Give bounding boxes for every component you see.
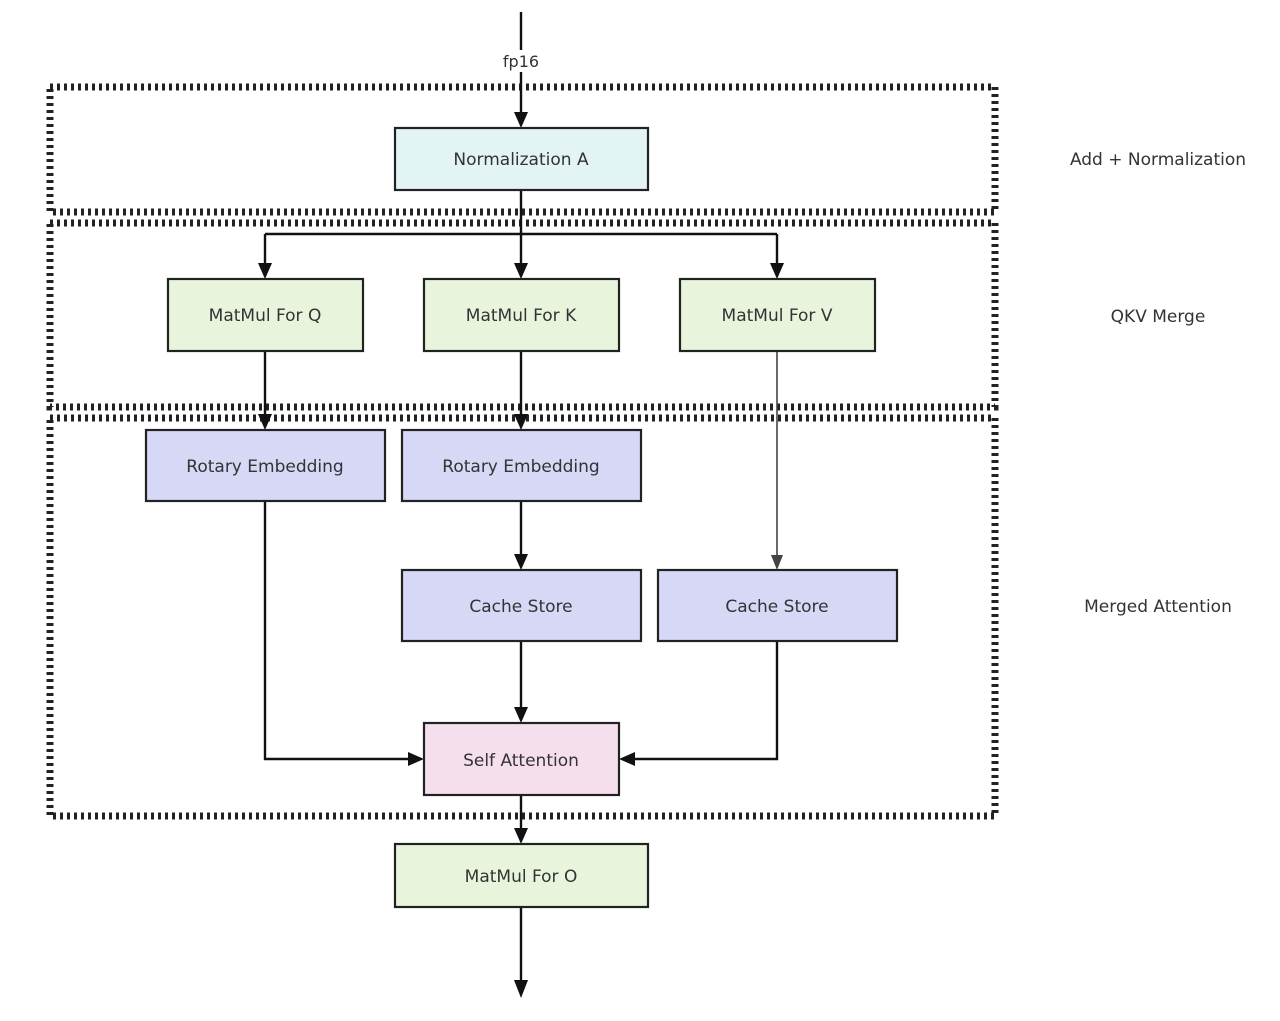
arrowhead-matmul-o xyxy=(514,828,528,844)
arrowhead-cache-v xyxy=(771,555,783,570)
node-label: Self Attention xyxy=(463,751,579,771)
node-cache-store-k[interactable]: Cache Store xyxy=(400,568,643,643)
node-cache-store-v[interactable]: Cache Store xyxy=(656,568,899,643)
node-label: MatMul For K xyxy=(466,306,577,326)
node-rotary-embedding-k[interactable]: Rotary Embedding xyxy=(400,428,643,503)
node-matmul-q[interactable]: MatMul For Q xyxy=(166,277,365,353)
arrowhead-matmul-v xyxy=(770,263,784,279)
node-box xyxy=(393,842,650,909)
node-label: MatMul For Q xyxy=(209,306,322,326)
group-label-qkv-merge: QKV Merge xyxy=(1111,307,1206,327)
edge-rotary-q-to-attention xyxy=(263,501,408,761)
node-matmul-v[interactable]: MatMul For V xyxy=(678,277,877,353)
arrowhead-rotary-q xyxy=(258,414,272,430)
node-box xyxy=(144,428,387,503)
arrowhead-attention-left xyxy=(408,752,424,766)
node-box xyxy=(422,277,621,353)
group-label-merged-attention: Merged Attention xyxy=(1084,597,1232,617)
node-matmul-k[interactable]: MatMul For K xyxy=(422,277,621,353)
node-box xyxy=(393,126,650,192)
edge-label-bg xyxy=(500,50,544,72)
arrowhead-attention-right xyxy=(619,752,635,766)
node-self-attention[interactable]: Self Attention xyxy=(422,721,621,797)
arrowhead-matmul-k xyxy=(514,263,528,279)
arrowhead-input xyxy=(514,112,528,128)
node-label: Cache Store xyxy=(469,597,572,617)
node-normalization-a[interactable]: Normalization A xyxy=(393,126,650,192)
node-label: MatMul For O xyxy=(465,867,578,887)
node-rotary-embedding-q[interactable]: Rotary Embedding xyxy=(144,428,387,503)
node-label: Cache Store xyxy=(725,597,828,617)
edge-label-fp16: fp16 xyxy=(503,52,539,71)
node-box xyxy=(400,568,643,643)
node-label: Rotary Embedding xyxy=(442,457,599,477)
arrowhead-rotary-k xyxy=(514,414,528,430)
node-label: Normalization A xyxy=(453,150,589,170)
node-box xyxy=(400,428,643,503)
arrowhead-output xyxy=(514,980,528,998)
node-matmul-o[interactable]: MatMul For O xyxy=(393,842,650,909)
node-box xyxy=(656,568,899,643)
node-box xyxy=(422,721,621,797)
node-box xyxy=(678,277,877,353)
arrowhead-attention-top xyxy=(514,707,528,723)
group-frame-add-normalization xyxy=(46,83,999,216)
edge-cache-v-to-attention xyxy=(635,641,779,761)
node-box xyxy=(166,277,365,353)
group-frame-merged-attention xyxy=(46,414,999,820)
node-label: MatMul For V xyxy=(722,306,833,326)
arrowhead-matmul-q xyxy=(258,263,272,279)
group-label-add-normalization: Add + Normalization xyxy=(1070,150,1246,170)
arrowhead-cache-k xyxy=(514,554,528,570)
node-label: Rotary Embedding xyxy=(186,457,343,477)
group-frame-qkv-merge xyxy=(46,219,999,411)
